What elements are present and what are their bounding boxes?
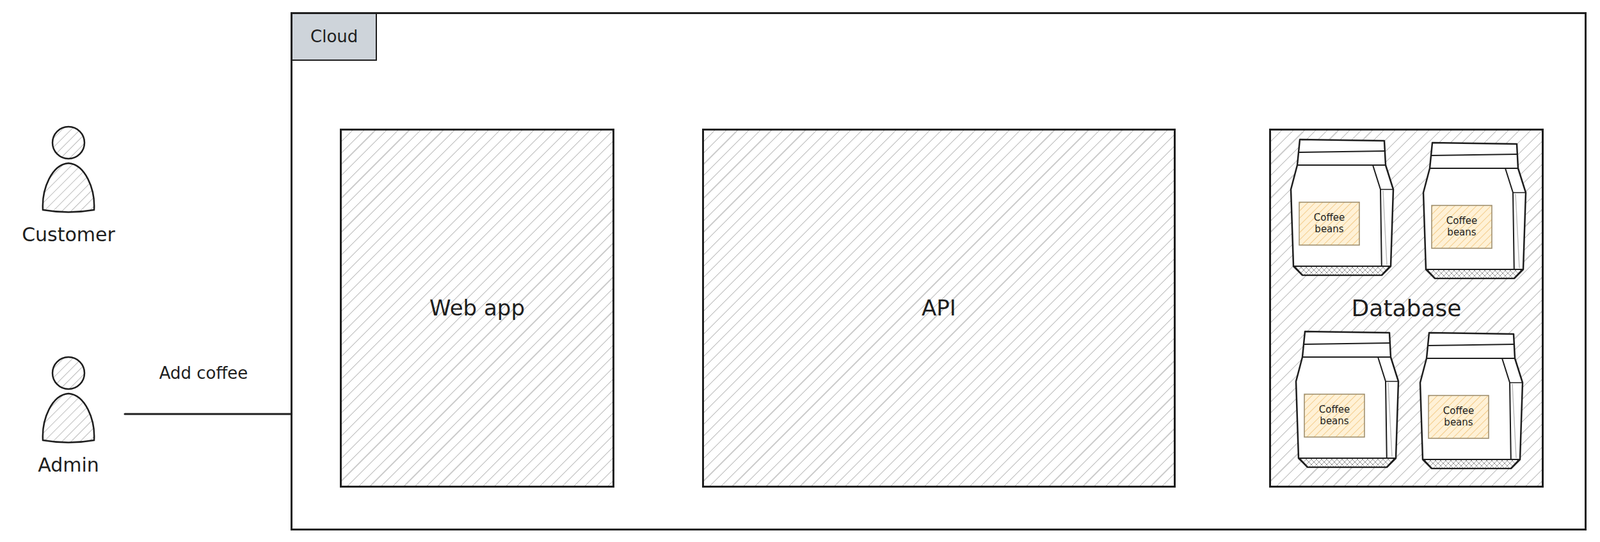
person-head [52, 357, 85, 390]
person-body [42, 393, 95, 443]
actor-label: Admin [37, 453, 100, 477]
edge-label: Add coffee [155, 363, 253, 384]
coffee-bag [1420, 332, 1523, 469]
person-head [52, 126, 85, 159]
bag-label: Coffee beans [1299, 202, 1360, 246]
box-label: API [921, 295, 957, 322]
actor-figure: Admin [12, 355, 125, 477]
bag-label: Coffee beans [1431, 205, 1492, 249]
cloud-boundary: CloudWeb app API Database [290, 12, 1587, 531]
person-icon [12, 355, 125, 445]
person-icon [12, 124, 125, 215]
box-label: Database [1351, 294, 1462, 322]
coffee-bag [1423, 142, 1526, 279]
bag-label: Coffee beans [1428, 395, 1489, 439]
actor-label: Customer [21, 223, 116, 247]
box-label: Web app [429, 295, 525, 322]
service-box: Web app [339, 128, 615, 488]
coffee-bag [1296, 331, 1399, 468]
database-box: Database [1269, 128, 1544, 488]
person-body [42, 163, 95, 213]
boundary-label: Cloud [292, 14, 377, 61]
bag-label: Coffee beans [1304, 394, 1365, 438]
actor-figure: Customer [12, 124, 125, 247]
service-box: API [702, 128, 1176, 488]
coffee-bag [1290, 139, 1394, 276]
